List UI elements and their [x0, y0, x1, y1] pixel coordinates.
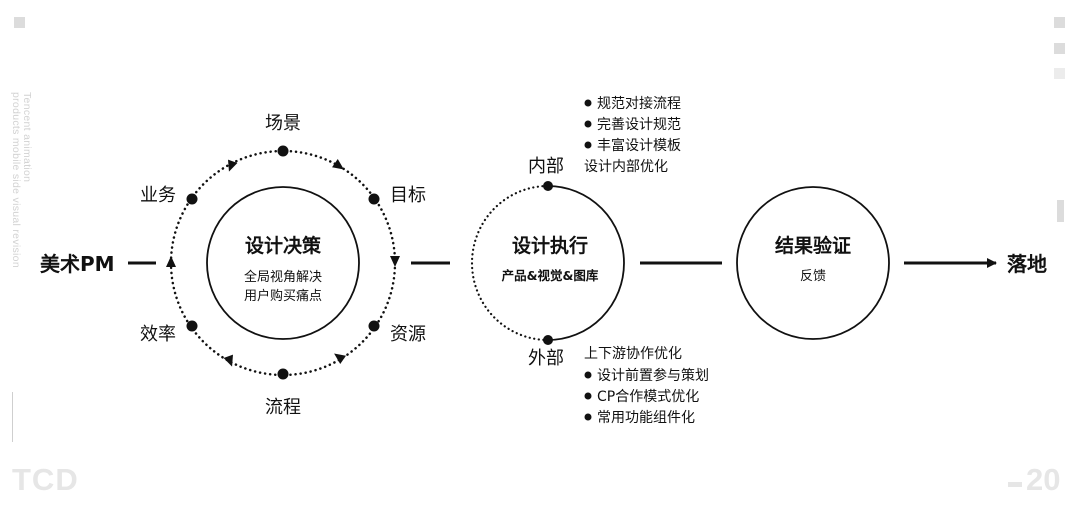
execution-title: 设计执行: [512, 234, 588, 257]
external-bullet-2: CP合作模式优化: [597, 389, 699, 405]
orbit-node-resource: [368, 320, 380, 332]
external-bullet-1: 设计前置参与策划: [597, 367, 709, 384]
deco-square-right-1: [1054, 17, 1065, 28]
execution-node-external: [543, 335, 553, 345]
internal-bullet-3: 丰富设计模板: [597, 137, 681, 154]
start-label: 美术PM: [40, 252, 115, 276]
orbit-arrow-left: [166, 256, 176, 267]
orbit-label-goal: 目标: [390, 185, 426, 206]
bullet-dot: [584, 371, 592, 379]
decision-subtitle-line-1: 全局视角解决: [244, 269, 322, 285]
bullet-dot: [584, 392, 592, 400]
execution-external-label: 外部: [528, 348, 564, 369]
orbit-arrow-top-right: [332, 159, 344, 170]
orbit-label-scene: 场景: [265, 113, 301, 134]
orbit-arrow-top-left: [228, 159, 238, 172]
deco-square-topleft: [14, 17, 25, 28]
deco-square-right-3: [1054, 68, 1065, 79]
internal-bullet-1: 规范对接流程: [597, 95, 681, 112]
deco-bar-right: [1057, 200, 1064, 222]
watermark-right: 20: [1026, 462, 1061, 497]
orbit-label-efficiency: 效率: [140, 324, 176, 345]
orbit-node-goal: [368, 193, 380, 205]
orbit-arrow-bottom-left: [223, 354, 233, 367]
bullet-dot: [584, 120, 592, 128]
execution-external-bullets: 设计前置参与策划 CP合作模式优化 常用功能组件化: [584, 367, 709, 426]
execution-internal-label: 内部: [528, 156, 564, 177]
deco-dash-right: [1008, 482, 1022, 487]
execution-internal-bullets: 规范对接流程 完善设计规范 丰富设计模板: [584, 95, 681, 154]
orbit-label-flow: 流程: [265, 397, 301, 418]
decision-title: 设计决策: [245, 234, 322, 257]
internal-bullet-2: 完善设计规范: [597, 116, 681, 133]
external-bullet-3: 常用功能组件化: [597, 410, 695, 426]
execution-arc-left: [470, 184, 550, 342]
execution-node-internal: [543, 181, 553, 191]
validation-title: 结果验证: [775, 234, 851, 257]
execution-internal-note: 设计内部优化: [584, 159, 668, 175]
decision-circle: [206, 186, 360, 340]
orbit-node-scene: [277, 145, 289, 157]
orbit-arrow-right: [390, 256, 400, 267]
orbit-arrow-bottom-right: [334, 353, 346, 364]
validation-subtitle: 反馈: [800, 269, 826, 284]
bullet-dot: [584, 99, 592, 107]
execution-external-note: 上下游协作优化: [584, 346, 682, 362]
orbit-label-resource: 资源: [390, 324, 426, 345]
watermark-left: TCD: [12, 462, 79, 497]
bullet-dot: [584, 141, 592, 149]
orbit-node-flow: [277, 368, 289, 380]
orbit-label-business: 业务: [140, 185, 176, 206]
deco-square-right-2: [1054, 43, 1065, 54]
execution-subtitle: 产品&视觉&图库: [502, 268, 599, 283]
decision-subtitle-line-2: 用户购买痛点: [244, 288, 322, 304]
deco-line-left: [12, 392, 13, 442]
orbit-node-business: [186, 193, 198, 205]
bullet-dot: [584, 413, 592, 421]
orbit-node-efficiency: [186, 320, 198, 332]
validation-circle: [736, 186, 890, 340]
end-label: 落地: [1007, 252, 1047, 276]
execution-arc-right: [547, 185, 625, 341]
